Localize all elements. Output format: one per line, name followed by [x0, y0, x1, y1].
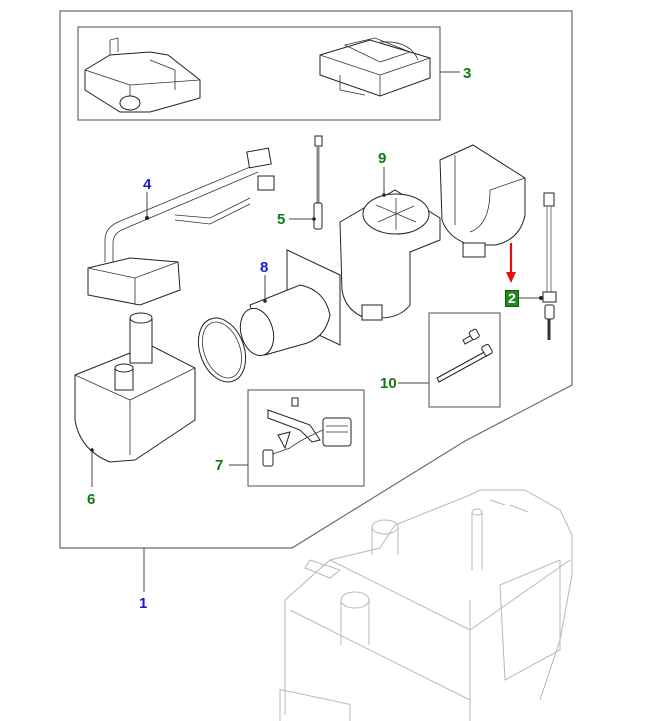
item-7-frame: [247, 389, 365, 487]
item-10-frame: [428, 312, 501, 408]
heat-exchanger-drawing: [74, 312, 196, 463]
highlight-pointer-arrow: [506, 243, 516, 283]
callout-6[interactable]: 6: [87, 491, 96, 508]
callout-4[interactable]: 4: [143, 176, 152, 193]
callout-2-highlighted[interactable]: 2: [505, 290, 519, 307]
callout-8[interactable]: 8: [260, 259, 269, 276]
callout-10[interactable]: 10: [380, 375, 397, 392]
callout-1[interactable]: 1: [139, 595, 148, 612]
callout-9[interactable]: 9: [378, 150, 387, 167]
bolts-drawing: [436, 328, 493, 383]
item-3-frame: [77, 26, 441, 121]
blower-housing-drawing: [339, 189, 441, 321]
blower-cup-drawing: [439, 144, 526, 258]
glow-pin-drawing: [542, 192, 557, 340]
combustion-tube-drawing: [239, 249, 341, 357]
callout-5[interactable]: 5: [277, 211, 286, 228]
callout-7[interactable]: 7: [215, 457, 224, 474]
temperature-sensor-drawing: [313, 135, 323, 230]
cover-left-drawing: [84, 37, 201, 113]
wiring-harness-drawing: [87, 147, 275, 306]
heater-unit-ghost-drawing: [279, 489, 573, 721]
callout-3[interactable]: 3: [463, 65, 472, 82]
fittings-kit-drawing: [262, 397, 352, 467]
kit-outline-frame: [59, 10, 573, 549]
cover-right-drawing: [319, 37, 431, 97]
